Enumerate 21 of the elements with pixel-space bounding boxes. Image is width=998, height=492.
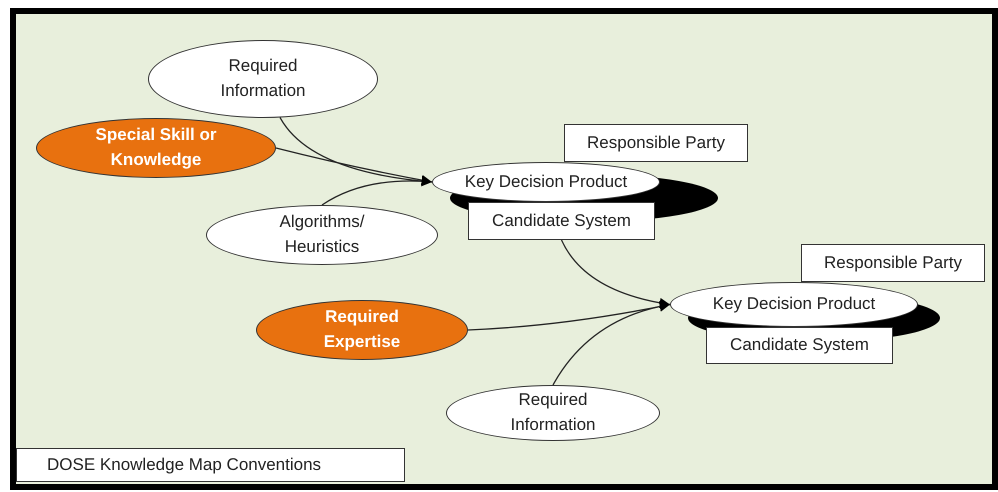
node-text: Responsible Party — [823, 252, 963, 274]
label-box — [468, 202, 655, 240]
node-text: Special Skill or Knowledge — [94, 124, 218, 171]
node-text: Key Decision Product — [712, 293, 876, 316]
node-text: Key Decision Product — [464, 170, 628, 193]
label-box — [706, 327, 893, 364]
node-text: Required Information — [509, 389, 597, 436]
node-text: Responsible Party — [586, 132, 726, 154]
arrow — [552, 301, 670, 386]
node-text: Algorithms/ Heuristics — [278, 211, 366, 258]
arrow — [322, 176, 432, 206]
node-text: Required Information — [219, 55, 307, 102]
node-text: Candidate System — [729, 334, 870, 356]
node-text: Candidate System — [491, 210, 632, 232]
label-box — [801, 244, 985, 282]
arrow — [276, 147, 432, 186]
node-text: Required Expertise — [322, 306, 402, 353]
diagram-title: DOSE Knowledge Map Conventions — [16, 448, 405, 482]
label-box — [564, 124, 748, 162]
arrow — [468, 301, 670, 331]
arrow — [560, 240, 670, 308]
